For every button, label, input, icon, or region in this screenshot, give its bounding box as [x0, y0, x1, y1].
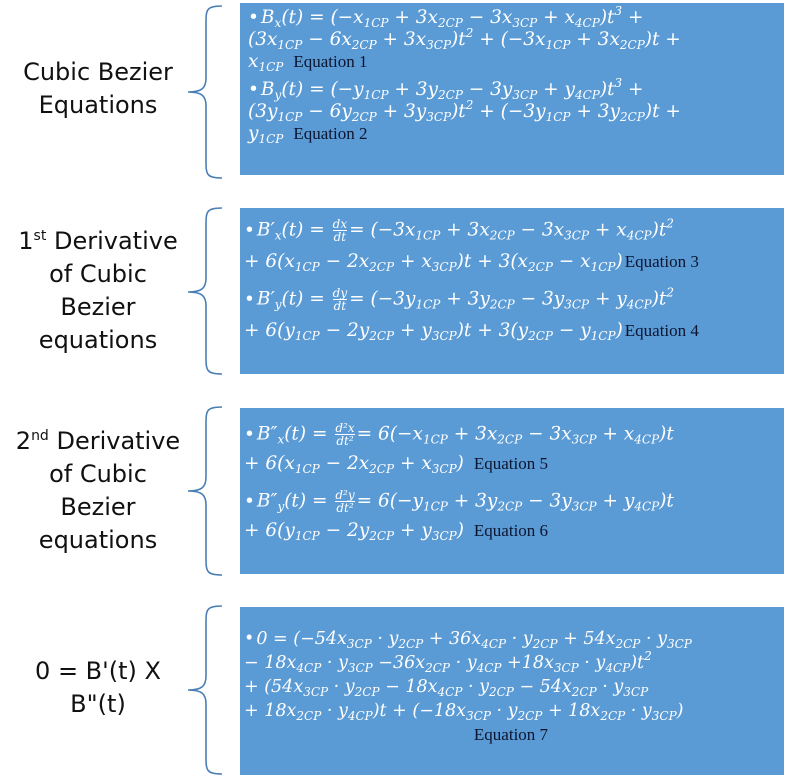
- curly-brace-icon: [187, 5, 223, 179]
- label-line: 2nd Derivative: [0, 425, 196, 458]
- section-label-first-derivative: 1st Derivative of Cubic Bezier equations: [0, 225, 196, 357]
- label-line: equations: [38, 526, 158, 554]
- equation-label: Equation 5: [473, 454, 549, 473]
- equation-box-cubic-bezier: •Bx(t) = (−x1CP + 3x2CP − 3x3CP + x4CP)t…: [240, 3, 784, 175]
- label-line: Bezier: [60, 493, 136, 521]
- label-line: equations: [38, 326, 158, 354]
- section-label-zero-condition: 0 = B'(t) X B"(t): [0, 655, 196, 721]
- equation-label: Equation 1: [293, 52, 368, 71]
- curly-brace-icon: [187, 605, 223, 775]
- equation-1: •Bx(t) = (−x1CP + 3x2CP − 3x3CP + x4CP)t…: [248, 4, 681, 74]
- label-sup: st: [33, 228, 47, 244]
- equation-label: Equation 2: [293, 124, 368, 143]
- equation-label: Equation 4: [624, 321, 699, 340]
- label-line: of Cubic: [49, 460, 147, 488]
- equation-box-zero-condition: •0 = (−54x3CP · y2CP + 36x4CP · y2CP + 5…: [240, 607, 784, 775]
- label-rest: Derivative: [46, 227, 178, 255]
- label-line: Equations: [38, 91, 158, 119]
- label-prefix: 2: [15, 427, 32, 455]
- equation-label: Equation 7: [473, 725, 549, 744]
- label-rest: Derivative: [48, 427, 181, 455]
- section-label-cubic-bezier: Cubic Bezier Equations: [0, 56, 196, 122]
- label-prefix: 1: [18, 227, 34, 255]
- curly-brace-icon: [187, 207, 223, 375]
- equation-label: Equation 6: [473, 521, 549, 540]
- equation-2: •By(t) = (−y1CP + 3y2CP − 3y3CP + y4CP)t…: [248, 76, 681, 146]
- equation-7: •0 = (−54x3CP · y2CP + 36x4CP · y2CP + 5…: [244, 627, 778, 747]
- label-line: 1st Derivative: [0, 225, 196, 258]
- label-line: Cubic Bezier: [23, 58, 173, 86]
- label-line: 0 = B'(t) X: [35, 657, 161, 685]
- equation-label: Equation 3: [624, 252, 699, 271]
- curly-brace-icon: [187, 406, 223, 576]
- label-line: Bezier: [60, 293, 136, 321]
- label-line: of Cubic: [49, 260, 147, 288]
- label-line: B"(t): [70, 690, 126, 718]
- label-sup: nd: [31, 428, 49, 444]
- section-label-second-derivative: 2nd Derivative of Cubic Bezier equations: [0, 425, 196, 557]
